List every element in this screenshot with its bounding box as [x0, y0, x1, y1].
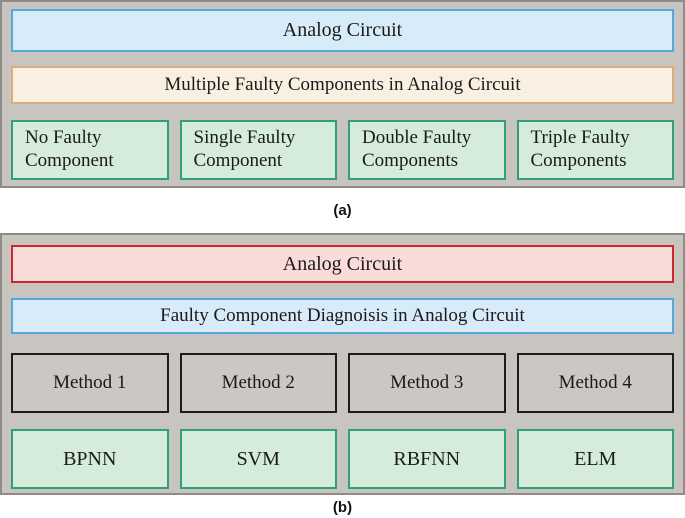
panel-a-fault-class-row: No Faulty Component Single Faulty Compon… [11, 120, 674, 180]
double-faulty-components-box: Double Faulty Components [348, 120, 506, 180]
panel-b-faulty-component-diagnosis-box: Faulty Component Diagnoisis in Analog Ci… [11, 298, 674, 334]
panel-a: Analog Circuit Multiple Faulty Component… [0, 0, 685, 188]
panel-b-algorithm-row: BPNN SVM RBFNN ELM [11, 429, 674, 489]
rbfnn-box: RBFNN [348, 429, 506, 489]
elm-box: ELM [516, 429, 674, 489]
caption-b: (b) [332, 499, 353, 516]
method-2-box: Method 2 [179, 353, 337, 413]
bpnn-box: BPNN [11, 429, 169, 489]
panel-b-method-row: Method 1 Method 2 Method 3 Method 4 [11, 353, 674, 413]
method-4-box: Method 4 [516, 353, 674, 413]
panel-a-analog-circuit-box: Analog Circuit [11, 9, 674, 52]
panel-b-analog-circuit-box: Analog Circuit [11, 245, 674, 283]
panel-b: Analog Circuit Faulty Component Diagnois… [0, 233, 685, 495]
no-faulty-component-box: No Faulty Component [11, 120, 169, 180]
caption-a: (a) [333, 202, 352, 219]
method-3-box: Method 3 [348, 353, 506, 413]
svm-box: SVM [179, 429, 337, 489]
panel-a-multiple-faulty-components-box: Multiple Faulty Components in Analog Cir… [11, 66, 674, 104]
single-faulty-component-box: Single Faulty Component [179, 120, 337, 180]
triple-faulty-components-box: Triple Faulty Components [516, 120, 674, 180]
method-1-box: Method 1 [11, 353, 169, 413]
